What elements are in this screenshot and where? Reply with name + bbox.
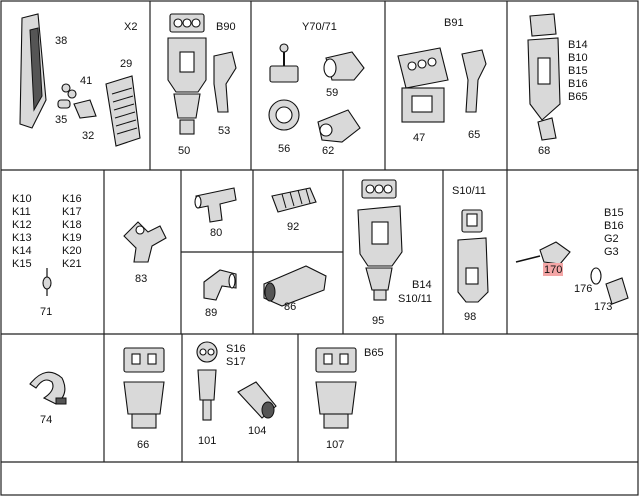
part-label-65[interactable]: 65	[468, 129, 480, 141]
cell-title-line: B16	[604, 220, 624, 232]
k-label: K11	[12, 206, 31, 218]
cell-title-line: S16	[226, 343, 246, 355]
part-label-107[interactable]: 107	[326, 439, 344, 451]
part-label-104[interactable]: 104	[248, 425, 266, 437]
part-176-shape[interactable]	[590, 267, 602, 285]
part-label-59[interactable]: 59	[326, 87, 338, 99]
cell-s16-s17: S16 S17 101 104	[196, 341, 277, 447]
part-label-66[interactable]: 66	[137, 439, 149, 451]
part-label-35[interactable]: 35	[55, 114, 67, 126]
cell-title-line: B14	[568, 39, 588, 51]
part-170-shape[interactable]	[539, 241, 571, 265]
cell-66: 66	[123, 347, 165, 451]
k-label: K13	[12, 232, 32, 244]
cell-title-line: B14	[412, 279, 432, 291]
part-label-41[interactable]: 41	[80, 75, 92, 87]
cell-b14-s10-11: 95 B14 S10/11	[357, 179, 432, 327]
cell-title-line: B15	[568, 65, 588, 77]
part-label-98[interactable]: 98	[464, 311, 476, 323]
cell-title-line: G2	[604, 233, 619, 245]
cell-title-line: B65	[568, 91, 588, 103]
part-label-38[interactable]: 38	[55, 35, 67, 47]
cell-80: 80	[194, 187, 237, 239]
cell-b15-g3: B15 B16 G2 G3 170 176 173	[515, 207, 629, 313]
part-label-47[interactable]: 47	[413, 132, 425, 144]
cell-b65: B65 107	[315, 347, 384, 451]
part-80-shape[interactable]	[195, 187, 237, 223]
part-65-shape[interactable]	[461, 49, 487, 113]
cell-title: X2	[124, 21, 137, 33]
k-label: K10	[12, 193, 32, 205]
part-label-173[interactable]: 173	[594, 301, 612, 313]
part-label-56[interactable]: 56	[278, 143, 290, 155]
k-label: K17	[62, 206, 82, 218]
part-label-62[interactable]: 62	[322, 145, 334, 157]
part-label-53[interactable]: 53	[218, 125, 230, 137]
cell-83: 83	[123, 221, 167, 285]
part-label-74[interactable]: 74	[40, 414, 52, 426]
cell-title-line: B15	[604, 207, 624, 219]
part-label-92[interactable]: 92	[287, 221, 299, 233]
cell-89: 89	[203, 269, 237, 319]
part-label-176[interactable]: 176	[574, 283, 592, 295]
cell-title-line: B16	[568, 78, 588, 90]
k-label: K16	[62, 193, 82, 205]
part-101-shape[interactable]	[197, 369, 217, 401]
k-label: K20	[62, 245, 82, 257]
part-label-32[interactable]: 32	[82, 130, 94, 142]
k-label: K18	[62, 219, 82, 231]
part-107-shape[interactable]	[315, 381, 357, 415]
cell-b90: B90 50 53	[167, 13, 237, 157]
cell-s10-11: S10/11 98	[452, 185, 489, 323]
cell-b14-b65: B14 B10 B15 B16 B65 68	[527, 13, 588, 157]
part-71-shape[interactable]	[42, 276, 52, 290]
part-label-89[interactable]: 89	[205, 307, 217, 319]
part-label-29[interactable]: 29	[120, 58, 132, 70]
part-label-83[interactable]: 83	[135, 273, 147, 285]
part-label-68[interactable]: 68	[538, 145, 550, 157]
part-label-170[interactable]: 170	[544, 264, 562, 276]
cell-k-relays: K10 K11 K12 K13 K14 K15 K16 K17 K18 K19 …	[12, 193, 82, 318]
part-66-shape[interactable]	[123, 381, 165, 415]
part-label-95[interactable]: 95	[372, 315, 384, 327]
part-29-shape[interactable]	[105, 75, 141, 147]
cell-title: B90	[216, 21, 236, 33]
part-label-80[interactable]: 80	[210, 227, 222, 239]
part-label-50[interactable]: 50	[178, 145, 190, 157]
cell-x2: X2 38 41 35 32 29	[19, 13, 141, 147]
part-label-71[interactable]: 71	[40, 306, 52, 318]
cell-92: 92	[271, 187, 317, 233]
part-173-shape[interactable]	[605, 277, 629, 305]
cell-title-line: S17	[226, 356, 246, 368]
part-86-shape[interactable]	[263, 265, 327, 307]
part-83-shape[interactable]	[123, 221, 167, 263]
k-label: K19	[62, 232, 82, 244]
cell-title: S10/11	[452, 185, 486, 197]
cell-y70-71: Y70/71 56 59 62	[268, 21, 365, 157]
part-74-shape[interactable]	[29, 371, 66, 405]
k-label: K15	[12, 258, 32, 270]
part-89-shape[interactable]	[203, 269, 237, 301]
cell-86: 86	[263, 265, 327, 313]
highlight-box	[543, 263, 563, 276]
k-label: K12	[12, 219, 32, 231]
k-label: K21	[62, 258, 82, 270]
part-92-shape[interactable]	[271, 187, 317, 213]
part-53-shape[interactable]	[213, 51, 237, 113]
part-label-101[interactable]: 101	[198, 435, 216, 447]
cell-title: Y70/71	[302, 21, 337, 33]
part-label-86[interactable]: 86	[284, 301, 296, 313]
cell-74: 74	[29, 371, 67, 426]
cell-title-line: B10	[568, 52, 588, 64]
cell-title-line: G3	[604, 246, 619, 258]
cell-b91: B91 47 65	[397, 17, 487, 144]
cell-title: B65	[364, 347, 384, 359]
k-label: K14	[12, 245, 32, 257]
cell-title: B91	[444, 17, 464, 29]
cell-title-line: S10/11	[398, 293, 432, 305]
